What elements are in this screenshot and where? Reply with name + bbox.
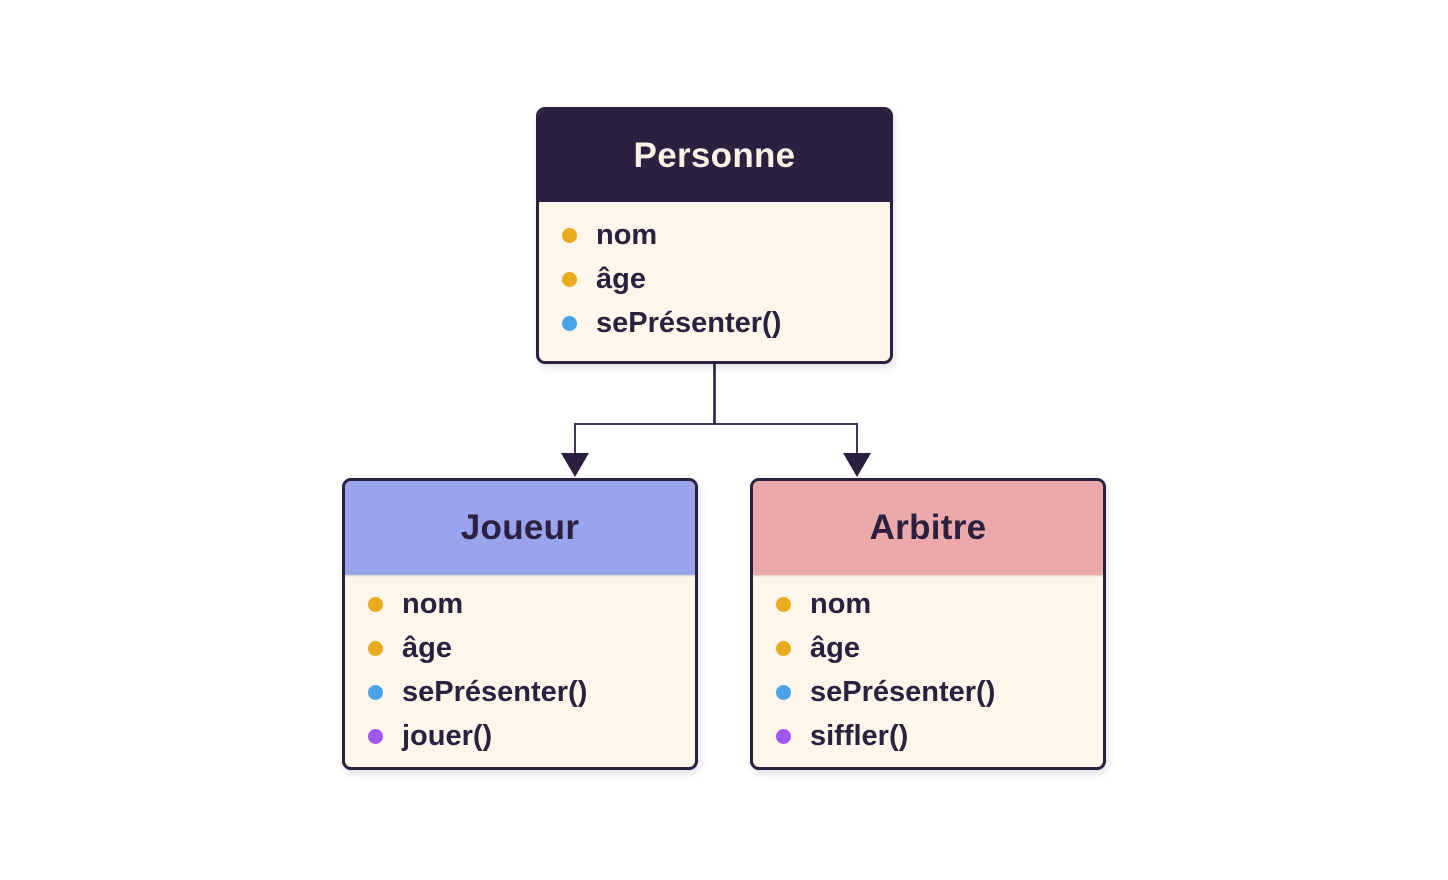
method-dot [368, 728, 383, 744]
member-label: nom [402, 587, 464, 620]
attribute-dot [776, 596, 791, 612]
member-row: jouer() [345, 714, 695, 758]
class-members-joueur: nom âge sePrésenter() jouer() [345, 575, 695, 758]
member-row: âge [345, 626, 695, 670]
member-label: âge [596, 262, 646, 295]
member-row: âge [753, 626, 1103, 670]
member-label: siffler() [810, 719, 909, 752]
member-row: siffler() [753, 714, 1103, 758]
member-label: jouer() [402, 719, 493, 752]
attribute-dot [368, 640, 383, 656]
member-label: sePrésenter() [596, 306, 782, 339]
member-label: âge [402, 631, 452, 664]
member-row: nom [753, 582, 1103, 626]
member-label: sePrésenter() [402, 675, 588, 708]
member-row: sePrésenter() [539, 301, 890, 345]
arrowhead-arbitre [843, 453, 871, 477]
member-row: âge [539, 257, 890, 301]
member-label: sePrésenter() [810, 675, 996, 708]
member-label: âge [810, 631, 860, 664]
class-title-joueur: Joueur [460, 508, 580, 547]
method-dot [776, 684, 791, 700]
member-row: sePrésenter() [753, 670, 1103, 714]
member-label: nom [810, 587, 872, 620]
attribute-dot [562, 227, 577, 243]
class-members-arbitre: nom âge sePrésenter() siffler() [753, 575, 1103, 758]
class-title-arbitre: Arbitre [869, 508, 987, 547]
class-title-personne: Personne [633, 135, 796, 175]
class-header-joueur: Joueur [345, 481, 695, 575]
attribute-dot [562, 271, 577, 287]
attribute-dot [776, 640, 791, 656]
attribute-dot [368, 596, 383, 612]
class-box-joueur: Joueur nom âge sePrésenter() jouer() [342, 478, 698, 770]
method-dot [562, 315, 577, 331]
method-dot [776, 728, 791, 744]
arrowhead-joueur [561, 453, 589, 477]
class-header-personne: Personne [539, 110, 890, 202]
method-dot [368, 684, 383, 700]
class-members-personne: nom âge sePrésenter() [539, 202, 890, 345]
class-box-personne: Personne nom âge sePrésenter() [536, 107, 893, 364]
member-label: nom [596, 218, 658, 251]
member-row: nom [345, 582, 695, 626]
member-row: sePrésenter() [345, 670, 695, 714]
member-row: nom [539, 213, 890, 257]
class-header-arbitre: Arbitre [753, 481, 1103, 575]
class-box-arbitre: Arbitre nom âge sePrésenter() siffler() [750, 478, 1106, 770]
